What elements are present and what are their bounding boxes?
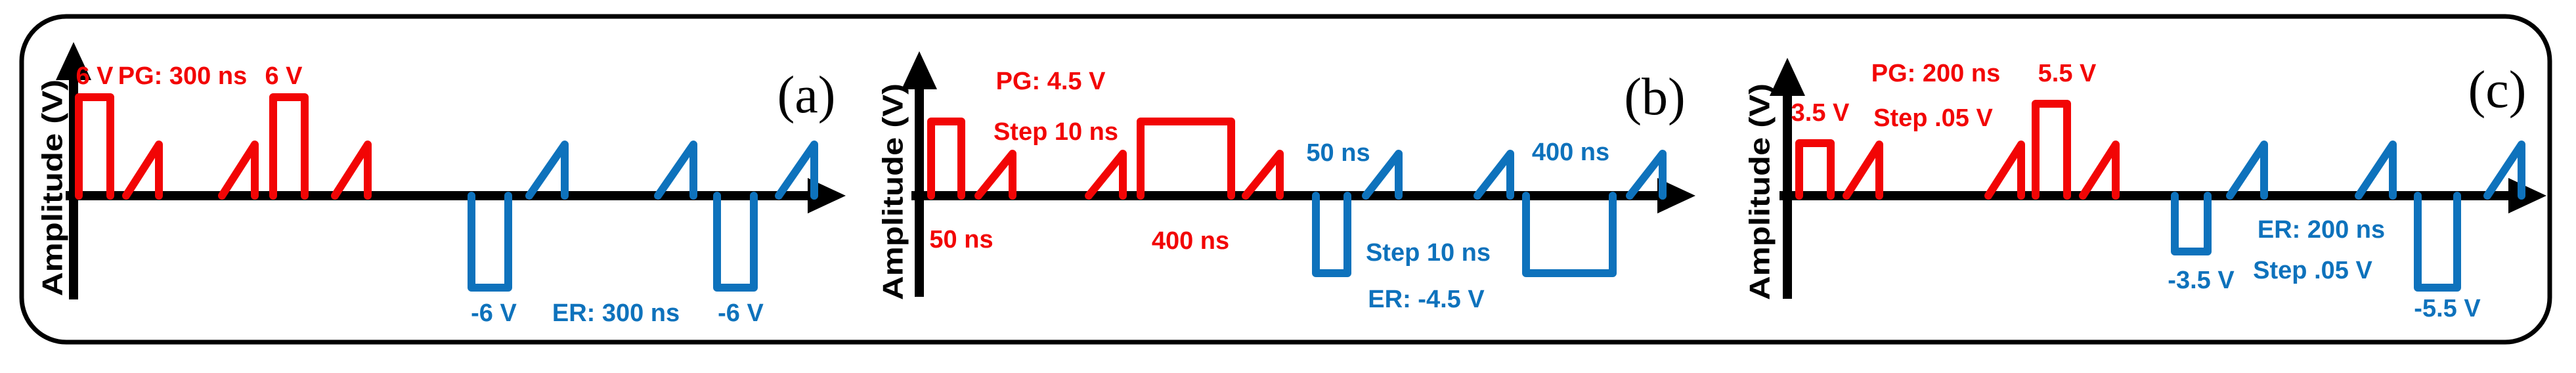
program-square-pulse: [1795, 139, 1835, 200]
program-square-pulse: [2032, 100, 2071, 200]
program-square-pulse: [1137, 118, 1235, 200]
pulse-label: 6 V: [265, 62, 303, 90]
program-triangle-pulse: [974, 150, 1016, 200]
program-triangle-pulse: [2079, 141, 2120, 200]
pulse-label: PG: 200 ns: [1871, 60, 2000, 87]
pulse-label: ER: 300 ns: [552, 299, 680, 327]
pulse-label: 400 ns: [1152, 227, 1229, 255]
erase-square-pulse: [2414, 192, 2461, 292]
pulse-label: 6 V: [76, 62, 114, 90]
pulse-label: ER: 200 ns: [2258, 216, 2385, 244]
erase-triangle-pulse: [1362, 150, 1403, 200]
erase-square-pulse: [713, 192, 758, 292]
x-axis-arrowhead: [2508, 178, 2546, 213]
erase-square-pulse: [468, 192, 512, 292]
y-axis-arrowhead: [1770, 58, 1805, 96]
program-triangle-pulse: [1984, 141, 2025, 200]
pulse-label: 400 ns: [1532, 139, 1609, 166]
pulse-label: -3.5 V: [2168, 267, 2235, 294]
pulse-label: -5.5 V: [2414, 295, 2481, 322]
erase-square-pulse: [1522, 192, 1617, 277]
program-triangle-pulse: [122, 141, 163, 200]
y-axis-arrowhead: [902, 51, 937, 89]
panel-b: Amplitude (V) (b) PG: 4.5 V Step 10 ns 50 ns…: [877, 51, 1695, 313]
erase-triangle-pulse: [1474, 150, 1514, 200]
erase-triangle-pulse: [525, 141, 569, 200]
program-square-pulse: [75, 93, 114, 200]
pulse-label: -6 V: [471, 299, 517, 327]
erase-triangle-pulse: [654, 141, 697, 200]
x-axis-arrowhead: [1657, 178, 1695, 213]
erase-triangle-pulse: [775, 141, 818, 200]
figure-border: [19, 14, 2552, 345]
panel-c: Amplitude (V) (c) 3.5 V PG: 200 ns Step .05 …: [1744, 58, 2546, 322]
pulse-label: Step .05 V: [1873, 104, 1993, 132]
erase-triangle-pulse: [2226, 141, 2268, 200]
program-triangle-pulse: [1242, 150, 1284, 200]
pulse-label: Step 10 ns: [1366, 239, 1491, 267]
pulse-label: 3.5 V: [1791, 99, 1850, 127]
program-triangle-pulse: [331, 141, 372, 200]
pulse-label: -6 V: [718, 299, 764, 327]
y-axis-title: Amplitude (V): [1744, 83, 1776, 300]
pulse-label: 50 ns: [1306, 139, 1370, 167]
program-square-pulse: [269, 93, 309, 200]
program-triangle-pulse: [1085, 150, 1127, 200]
y-axis-title: Amplitude (V): [877, 83, 909, 300]
pulse-label: PG: 4.5 V: [996, 68, 1106, 95]
erase-triangle-pulse: [2483, 141, 2525, 200]
program-triangle-pulse: [218, 141, 259, 200]
pulse-label: Step .05 V: [2253, 257, 2372, 284]
erase-triangle-pulse: [1626, 150, 1667, 200]
program-square-pulse: [927, 118, 965, 200]
pulse-label: 50 ns: [929, 226, 993, 253]
pulse-label: PG: 300 ns: [118, 62, 247, 90]
erase-square-pulse: [1312, 192, 1351, 277]
pulse-label: 5.5 V: [2038, 60, 2097, 87]
y-axis-title: Amplitude (V): [37, 79, 69, 296]
pulse-label: ER: -4.5 V: [1368, 286, 1485, 313]
erase-triangle-pulse: [2355, 141, 2397, 200]
panel-tag: (a): [777, 66, 836, 124]
panel-tag: (c): [2468, 61, 2527, 119]
panel-tag: (b): [1624, 68, 1685, 126]
pulse-label: Step 10 ns: [993, 118, 1118, 146]
program-triangle-pulse: [1843, 141, 1883, 200]
y-axis-arrowhead: [56, 42, 91, 80]
erase-square-pulse: [2171, 192, 2212, 255]
